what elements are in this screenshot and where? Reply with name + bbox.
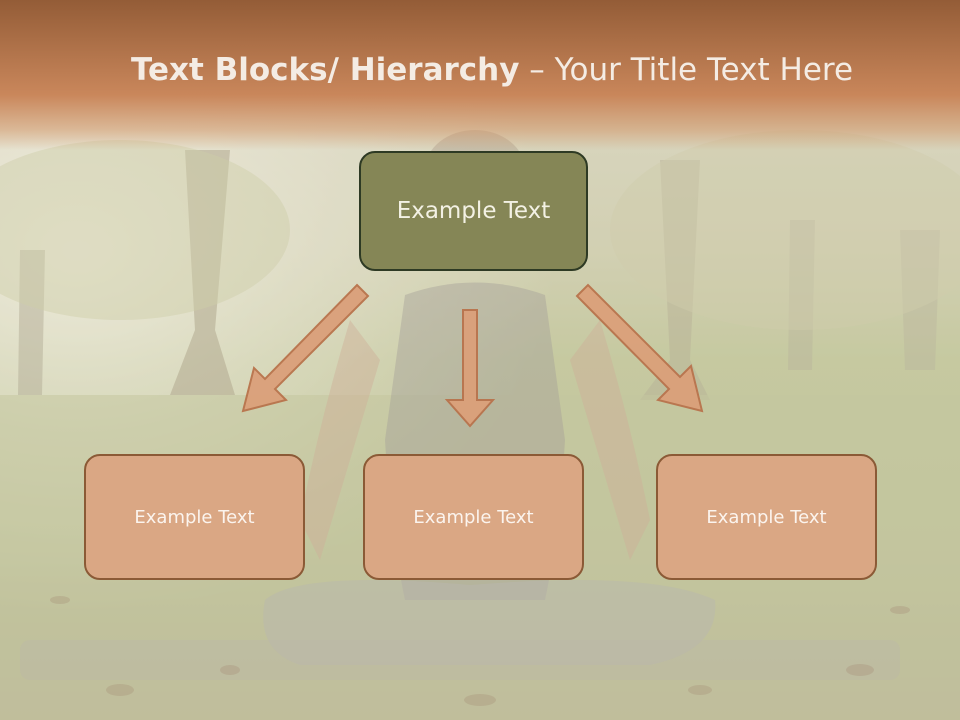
slide-title-rest: – Your Title Text Here [519, 52, 854, 88]
slide-title: Text Blocks/ Hierarchy – Your Title Text… [0, 52, 960, 88]
child-text-block-label: Example Text [706, 506, 827, 528]
child-text-block-label: Example Text [134, 506, 255, 528]
arrow-right [575, 283, 704, 413]
arrow-center [444, 309, 496, 428]
arrow-left [241, 283, 370, 413]
top-text-block-label: Example Text [396, 198, 551, 224]
child-text-block-left: Example Text [84, 454, 305, 580]
slide-title-bold: Text Blocks/ Hierarchy [130, 52, 520, 88]
child-text-block-center: Example Text [363, 454, 584, 580]
child-text-block-right: Example Text [656, 454, 877, 580]
top-text-block: Example Text [359, 151, 588, 271]
title-bar [0, 0, 960, 150]
child-text-block-label: Example Text [413, 506, 534, 528]
